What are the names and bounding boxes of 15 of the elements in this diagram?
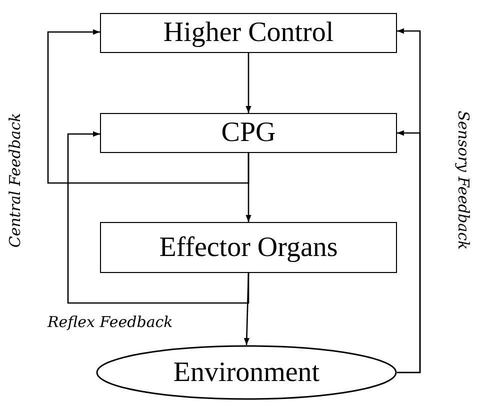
arrow — [67, 131, 250, 304]
arrow — [47, 29, 250, 184]
process-box — [100, 13, 397, 53]
process-box — [100, 113, 397, 153]
process-box — [100, 222, 397, 273]
node-label: Effector Organs — [159, 232, 338, 264]
ellipse-node — [96, 345, 397, 400]
edge-label: Central Feedback — [6, 112, 24, 248]
node-label: CPG — [221, 117, 276, 149]
node-label: Environment — [173, 356, 320, 388]
edge-label: Reflex Feedback — [48, 314, 173, 330]
arrow — [246, 53, 252, 113]
arrow — [397, 130, 421, 374]
edge-label: Sensory Feedback — [454, 110, 472, 250]
node-label: Higher Control — [163, 17, 334, 49]
